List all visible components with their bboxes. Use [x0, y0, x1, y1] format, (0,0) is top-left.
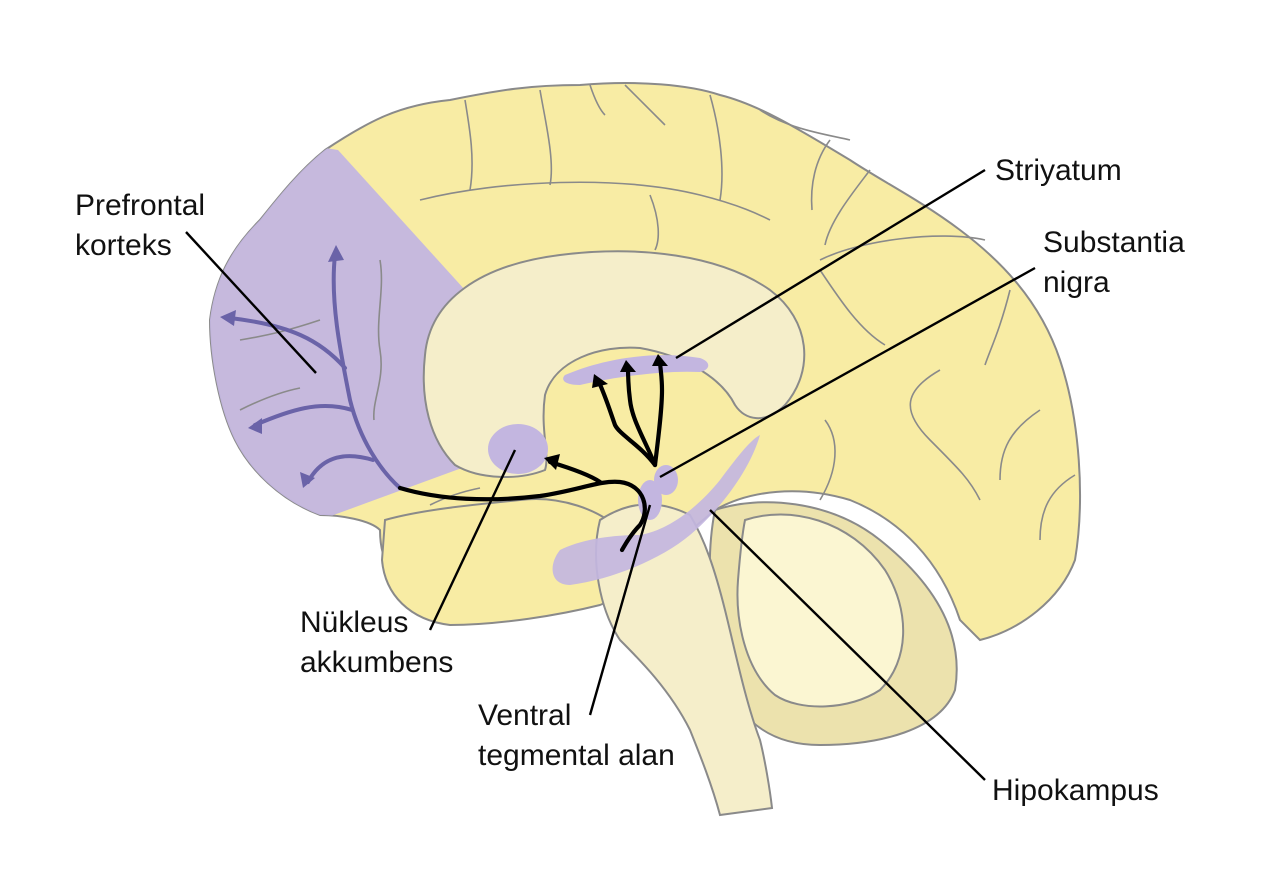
- label-prefrontal-line1: Prefrontal: [75, 189, 205, 222]
- label-prefrontal-line2: korteks: [75, 229, 172, 262]
- nucleus-accumbens-region: [488, 424, 548, 474]
- label-striatum: Striyatum: [995, 154, 1122, 187]
- label-substantia-line2: nigra: [1043, 266, 1110, 299]
- label-vta-line1: Ventral: [478, 699, 571, 732]
- label-vta-line2: tegmental alan: [478, 739, 675, 772]
- label-hippocampus: Hipokampus: [992, 774, 1159, 807]
- label-nucleus-line2: akkumbens: [300, 646, 453, 679]
- label-substantia-line1: Substantia: [1043, 226, 1185, 259]
- label-nucleus-line1: Nükleus: [300, 606, 408, 639]
